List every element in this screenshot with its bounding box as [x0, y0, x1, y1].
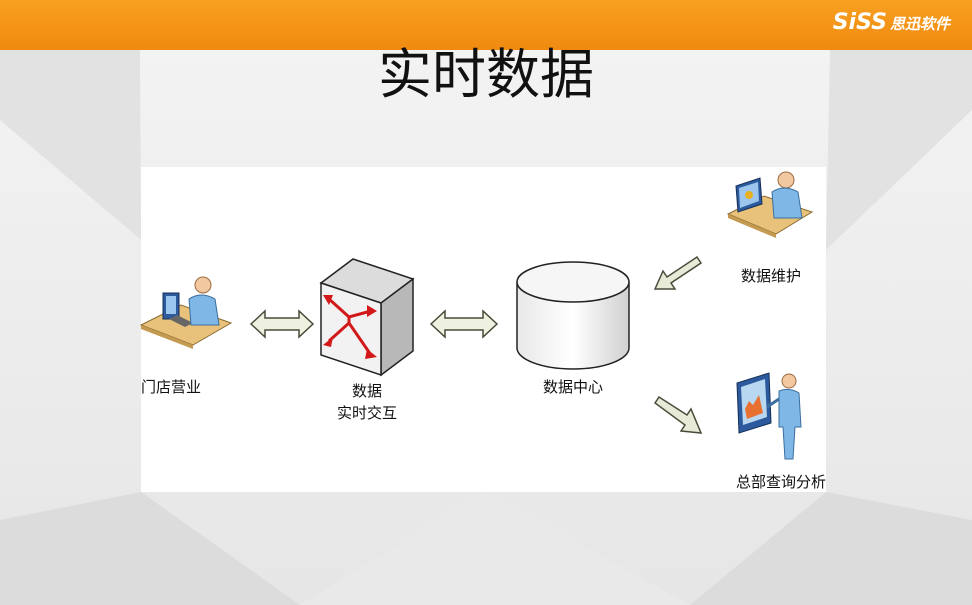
- siss-logo: SiSS 思迅软件: [833, 10, 950, 40]
- node-label-maintenance: 数据维护: [740, 267, 801, 285]
- bidirectional-arrow-icon: [249, 309, 315, 339]
- header-bar: SiSS 思迅软件: [0, 0, 972, 50]
- node-label-exchange-line2: 实时交互: [336, 404, 397, 422]
- node-label-datacenter: 数据中心: [542, 378, 603, 396]
- diagram-panel: 门店营业 数据 实时交互 数据中心 数据维护 总部查询分析: [139, 167, 826, 492]
- person-at-computer-icon: [726, 171, 814, 238]
- arrow-out-icon: [653, 395, 703, 434]
- database-cylinder-icon: [516, 261, 630, 370]
- network-switch-icon: [319, 258, 415, 377]
- person-at-computer-icon: [139, 276, 233, 349]
- person-at-kiosk-icon: [736, 372, 802, 460]
- logo-text: 思迅软件: [889, 15, 950, 33]
- logo-mark: SiSS: [832, 10, 887, 35]
- node-label-exchange-line1: 数据: [351, 382, 382, 400]
- slide-title: 实时数据: [378, 43, 594, 106]
- node-label-hq: 总部查询分析: [735, 473, 826, 491]
- arrow-in-icon: [653, 255, 703, 290]
- node-label-store: 门店营业: [141, 378, 202, 396]
- bidirectional-arrow-icon: [429, 309, 499, 339]
